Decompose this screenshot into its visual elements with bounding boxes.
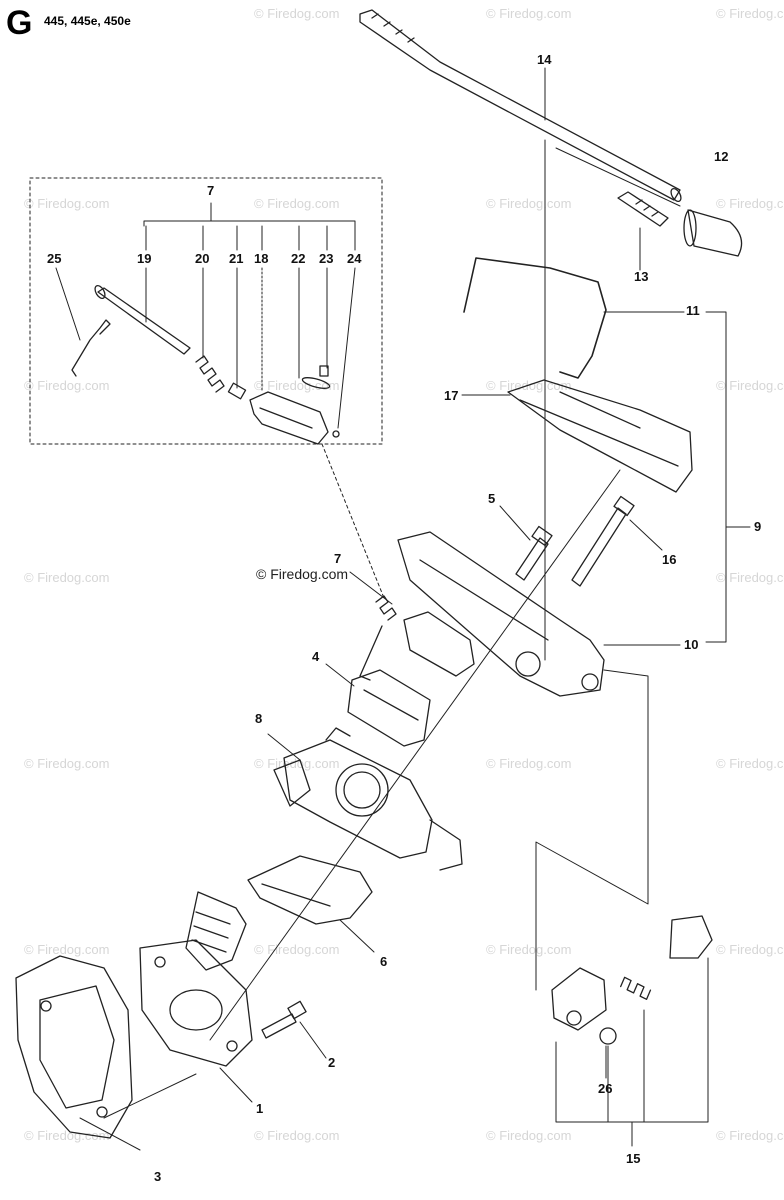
part-23-screw bbox=[319, 365, 329, 377]
watermark: © Firedog.com bbox=[254, 196, 340, 211]
callout-22: 22 bbox=[291, 251, 306, 266]
callout-12: 12 bbox=[714, 149, 729, 164]
watermark: © Firedog.com bbox=[254, 378, 340, 393]
part-24-clip bbox=[332, 430, 340, 438]
part-7-choke-assembly bbox=[359, 595, 475, 681]
callout-13: 13 bbox=[634, 269, 649, 284]
part-2-screw bbox=[261, 1000, 307, 1039]
watermark: © Firedog.com bbox=[486, 6, 572, 21]
callout-5: 5 bbox=[488, 491, 496, 506]
part-19-shaft bbox=[94, 284, 191, 355]
bracket-15 bbox=[555, 957, 709, 1147]
part-1-intake-flange bbox=[139, 939, 253, 1067]
watermark: © Firedog.com bbox=[254, 1128, 340, 1143]
watermark: © Firedog.com bbox=[486, 1128, 572, 1143]
watermark-center: © Firedog.com bbox=[256, 566, 349, 582]
watermark: © Firedog.com bbox=[716, 6, 784, 21]
part-6-heat-shield bbox=[247, 855, 373, 925]
leader-3 bbox=[79, 1117, 141, 1151]
callout-21: 21 bbox=[229, 251, 244, 266]
callout-7-inset: 7 bbox=[207, 183, 215, 198]
model-list: 445, 445e, 450e bbox=[44, 14, 131, 28]
callout-2: 2 bbox=[328, 1055, 336, 1070]
callout-26: 26 bbox=[598, 1081, 613, 1096]
callout-11: 11 bbox=[686, 303, 700, 318]
watermark: © Firedog.com bbox=[716, 196, 784, 211]
watermark: © Firedog.com bbox=[24, 196, 110, 211]
part-20-spring bbox=[195, 355, 225, 393]
callout-6: 6 bbox=[380, 954, 388, 969]
part-12-primer-bulb bbox=[683, 209, 743, 257]
watermark: © Firedog.com bbox=[24, 756, 110, 771]
section-letter: G bbox=[6, 4, 33, 42]
watermark: © Firedog.com bbox=[24, 570, 110, 585]
part-18-choke-lever bbox=[249, 391, 329, 445]
detail-link-15 bbox=[535, 669, 649, 991]
leader-6 bbox=[339, 919, 375, 953]
watermark: © Firedog.com bbox=[716, 378, 784, 393]
callout-1: 1 bbox=[256, 1101, 264, 1116]
watermark: © Firedog.com bbox=[716, 942, 784, 957]
inset-leaders bbox=[55, 225, 356, 429]
part-13-pin bbox=[617, 191, 669, 227]
part-intake-boot bbox=[185, 891, 247, 971]
bracket-9 bbox=[705, 311, 727, 643]
watermark: © Firedog.com bbox=[24, 942, 110, 957]
part-16-screw bbox=[571, 495, 635, 587]
watermark: © Firedog.com bbox=[486, 756, 572, 771]
leader-4 bbox=[325, 663, 355, 687]
watermark: © Firedog.com bbox=[716, 1128, 784, 1143]
callout-23: 23 bbox=[319, 251, 334, 266]
part-21-collar bbox=[227, 382, 247, 400]
leader-12-bracket bbox=[555, 147, 681, 207]
watermark: © Firedog.com bbox=[254, 942, 340, 957]
bracket-1-3 bbox=[103, 1073, 197, 1119]
leader-5 bbox=[499, 505, 531, 541]
leader-16 bbox=[629, 519, 663, 551]
leader-8 bbox=[267, 733, 301, 761]
callout-24: 24 bbox=[347, 251, 362, 266]
part-4-gasket bbox=[347, 669, 431, 747]
watermark: © Firedog.com bbox=[716, 570, 784, 585]
part-17-air-filter-cover bbox=[507, 379, 693, 493]
callout-20: 20 bbox=[195, 251, 210, 266]
callout-16: 16 bbox=[662, 552, 677, 567]
watermark: © Firedog.com bbox=[486, 196, 572, 211]
part-25-wire-clip bbox=[71, 319, 111, 377]
callout-10: 10 bbox=[684, 637, 699, 652]
part-15-stop-switch-assembly bbox=[551, 915, 713, 1045]
assembly-axis bbox=[209, 469, 621, 1041]
leader-2 bbox=[299, 1021, 327, 1059]
callout-15: 15 bbox=[626, 1151, 641, 1166]
part-10-lever-assembly bbox=[397, 531, 605, 697]
watermark: © Firedog.com bbox=[254, 756, 340, 771]
inset-link-line bbox=[321, 443, 385, 599]
part-14-throttle-rod bbox=[359, 9, 682, 203]
callout-9: 9 bbox=[754, 519, 762, 534]
leader-1 bbox=[219, 1067, 253, 1103]
callout-19: 19 bbox=[137, 251, 152, 266]
callout-3: 3 bbox=[154, 1169, 162, 1184]
detail-bracket-7 bbox=[143, 220, 356, 227]
detail-inset-frame bbox=[29, 177, 383, 445]
part-8-carburetor bbox=[273, 727, 463, 871]
leader-7 bbox=[349, 571, 393, 605]
part-11-wire-rod bbox=[463, 257, 607, 379]
callout-25: 25 bbox=[47, 251, 62, 266]
callout-14: 14 bbox=[537, 52, 552, 67]
watermark: © Firedog.com bbox=[24, 1128, 110, 1143]
callout-7: 7 bbox=[334, 551, 342, 566]
callout-8: 8 bbox=[255, 711, 263, 726]
part-5-screw bbox=[515, 525, 553, 581]
part-3-gasket bbox=[15, 955, 133, 1139]
callout-4: 4 bbox=[312, 649, 320, 664]
callout-17: 17 bbox=[444, 388, 459, 403]
watermark: © Firedog.com bbox=[24, 378, 110, 393]
watermark: © Firedog.com bbox=[254, 6, 340, 21]
callout-18: 18 bbox=[254, 251, 269, 266]
watermark: © Firedog.com bbox=[486, 942, 572, 957]
watermark: © Firedog.com bbox=[716, 756, 784, 771]
part-22-washer bbox=[301, 377, 331, 389]
